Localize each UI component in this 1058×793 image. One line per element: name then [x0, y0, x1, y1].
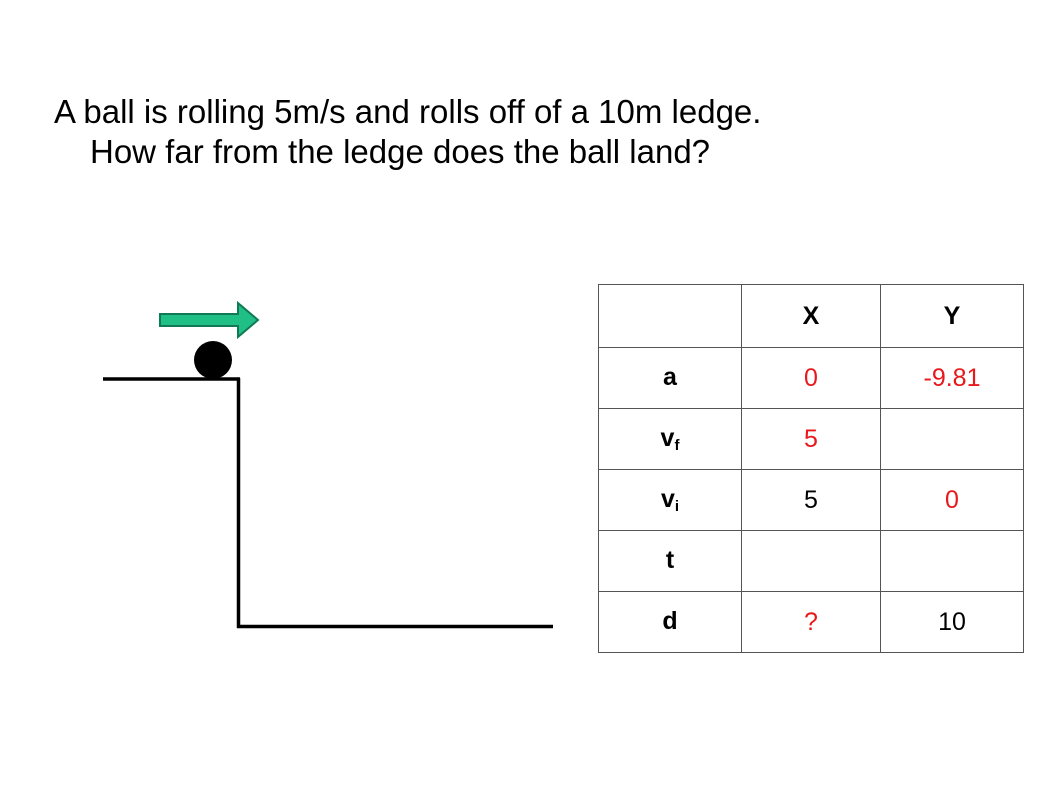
cell-x: 0 — [741, 347, 881, 409]
row-label: vf — [598, 408, 742, 470]
ball — [194, 341, 232, 379]
velocity-arrow-icon — [159, 300, 260, 340]
header-x: X — [741, 284, 881, 348]
cell-y: -9.81 — [880, 347, 1024, 409]
question-text: A ball is rolling 5m/s and rolls off of … — [54, 92, 1014, 172]
question-line-2: How far from the ledge does the ball lan… — [90, 133, 711, 170]
table-row-d: d ? 10 — [598, 591, 1024, 653]
question-line-1: A ball is rolling 5m/s and rolls off of … — [54, 93, 762, 130]
cell-y: 10 — [880, 591, 1024, 653]
row-label: vi — [598, 469, 742, 531]
kinematics-table: X Y a 0 -9.81 vf 5 vi 5 0 t — [598, 284, 1024, 653]
cell-y — [880, 408, 1024, 470]
row-label: d — [598, 591, 742, 653]
table-header-row: X Y — [598, 284, 1024, 348]
table-row-a: a 0 -9.81 — [598, 347, 1024, 409]
cell-x — [741, 530, 881, 592]
cell-x: ? — [741, 591, 881, 653]
table-row-vf: vf 5 — [598, 408, 1024, 470]
table-row-vi: vi 5 0 — [598, 469, 1024, 531]
cell-y — [880, 530, 1024, 592]
table-row-t: t — [598, 530, 1024, 592]
header-empty — [598, 284, 742, 348]
cell-x: 5 — [741, 469, 881, 531]
cell-x: 5 — [741, 408, 881, 470]
row-label: t — [598, 530, 742, 592]
cell-y: 0 — [880, 469, 1024, 531]
row-label: a — [598, 347, 742, 409]
header-y: Y — [880, 284, 1024, 348]
